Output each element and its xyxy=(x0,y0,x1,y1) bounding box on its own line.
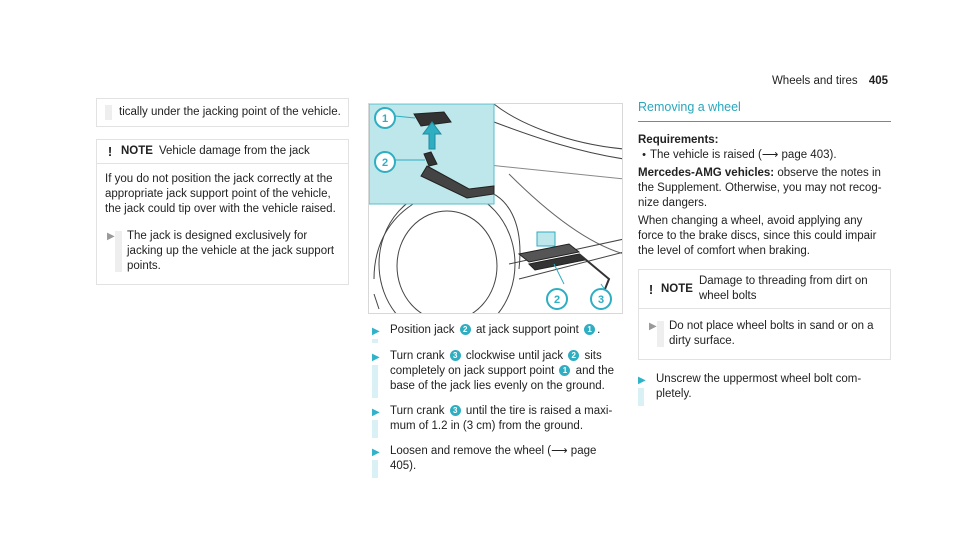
requirement-item: • The vehicle is raised (⟶ page 403). xyxy=(638,148,891,163)
note-body: If you do not position the jack correctl… xyxy=(97,164,348,284)
badge-3: 3 xyxy=(449,350,461,361)
page-header: Wheels and tires 405 xyxy=(772,74,888,89)
page-405-link[interactable]: page 405). xyxy=(390,445,597,472)
callout-2-inset: 2 xyxy=(374,151,396,173)
triangle-bullet-icon: ▶ xyxy=(107,231,115,242)
triangle-bullet-icon: ▶ xyxy=(649,321,657,332)
step-arrow-icon: ▶ xyxy=(638,372,656,406)
step-arrow-icon: ▶ xyxy=(368,323,390,343)
step-arrow-icon: ▶ xyxy=(368,444,390,478)
changing-paragraph: When changing a wheel, avoid applying an… xyxy=(638,215,877,257)
svg-text:2: 2 xyxy=(554,294,560,306)
badge-2: 2 xyxy=(568,350,580,361)
note-item-text: The jack is designed exclusively for jac… xyxy=(115,229,340,274)
warning-exclamation-icon: ! xyxy=(648,281,654,297)
note-header: ! NOTE Vehicle damage from the jack xyxy=(97,140,348,164)
callout-3: 3 xyxy=(590,288,612,310)
badge-2: 2 xyxy=(459,324,471,335)
step-text: Turn crank 3 clockwise until jack 2 sits… xyxy=(390,350,615,392)
section-heading: Removing a wheel xyxy=(638,100,891,122)
continuation-text: tically under the jacking point of the v… xyxy=(119,106,341,118)
section-title: Wheels and tires xyxy=(771,75,858,87)
note-heading: Vehicle damage from the jack xyxy=(158,145,310,157)
right-column: Removing a wheel Requirements: • The veh… xyxy=(638,100,891,406)
badge-1: 1 xyxy=(559,365,571,376)
step-arrow-icon: ▶ xyxy=(368,404,390,438)
bullet-dot-icon: • xyxy=(642,149,646,161)
requirements-label: Requirements: xyxy=(638,134,719,146)
step-2: ▶ Turn crank 3 clockwise until jack 2 si… xyxy=(368,349,623,398)
svg-text:3: 3 xyxy=(598,294,604,306)
page-reference-arrow-icon: ⟶ xyxy=(551,445,571,457)
svg-text:2: 2 xyxy=(382,157,388,169)
requirement-text[interactable]: The vehicle is raised (⟶ page 403). xyxy=(650,149,837,161)
note-body-text: If you do not position the jack correctl… xyxy=(105,173,336,215)
continuation-box: tically under the jacking point of the v… xyxy=(96,98,349,127)
left-column: tically under the jacking point of the v… xyxy=(96,98,349,285)
note-body: ▶ Do not place wheel bolts in sand or on… xyxy=(639,309,890,359)
step-text: Position jack 2 at jack support point 1. xyxy=(390,324,601,336)
callout-1: 1 xyxy=(374,107,396,129)
badge-1: 1 xyxy=(584,324,596,335)
note-header: ! NOTE Damage to threading from dirt on … xyxy=(639,270,890,309)
badge-3: 3 xyxy=(449,405,461,416)
note-title: NOTE xyxy=(660,282,693,295)
note-item: ▶ The jack is designed exclusively for j… xyxy=(105,229,340,274)
step-1: ▶ Position jack 2 at jack support point … xyxy=(368,323,623,343)
svg-text:1: 1 xyxy=(382,113,388,125)
amg-text: observe the notes in the Supplement. Oth… xyxy=(638,167,882,209)
note-item: ▶ Do not place wheel bolts in sand or on… xyxy=(647,319,882,349)
step-text: Turn crank 3 until the tire is raised a … xyxy=(390,405,613,432)
note-item-text: Do not place wheel bolts in sand or on a… xyxy=(657,319,882,349)
note-title: NOTE xyxy=(121,145,153,157)
step-3: ▶ Turn crank 3 until the tire is raised … xyxy=(368,404,623,438)
step-text: Unscrew the uppermost wheel bolt com­ple… xyxy=(656,373,862,400)
step-unscrew: ▶ Unscrew the uppermost wheel bolt com­p… xyxy=(638,372,891,406)
vehicle-damage-note: ! NOTE Vehicle damage from the jack If y… xyxy=(96,139,349,285)
step-text: Loosen and remove the wheel (⟶ page 405)… xyxy=(390,445,597,472)
page-number: 405 xyxy=(868,75,888,87)
callout-2: 2 xyxy=(546,288,568,310)
amg-paragraph: Mercedes-AMG vehicles: observe the notes… xyxy=(638,166,891,211)
amg-label: Mercedes-AMG vehicles: xyxy=(638,167,775,179)
threading-damage-note: ! NOTE Damage to threading from dirt on … xyxy=(638,269,891,360)
step-arrow-icon: ▶ xyxy=(368,349,390,398)
jack-illustration: 1 2 2 3 xyxy=(368,103,623,314)
warning-exclamation-icon: ! xyxy=(107,144,113,159)
step-4: ▶ Loosen and remove the wheel (⟶ page 40… xyxy=(368,444,623,478)
note-heading: Damage to threading from dirt on wheel b… xyxy=(698,275,868,302)
steps-column: ▶ Position jack 2 at jack support point … xyxy=(368,323,623,484)
